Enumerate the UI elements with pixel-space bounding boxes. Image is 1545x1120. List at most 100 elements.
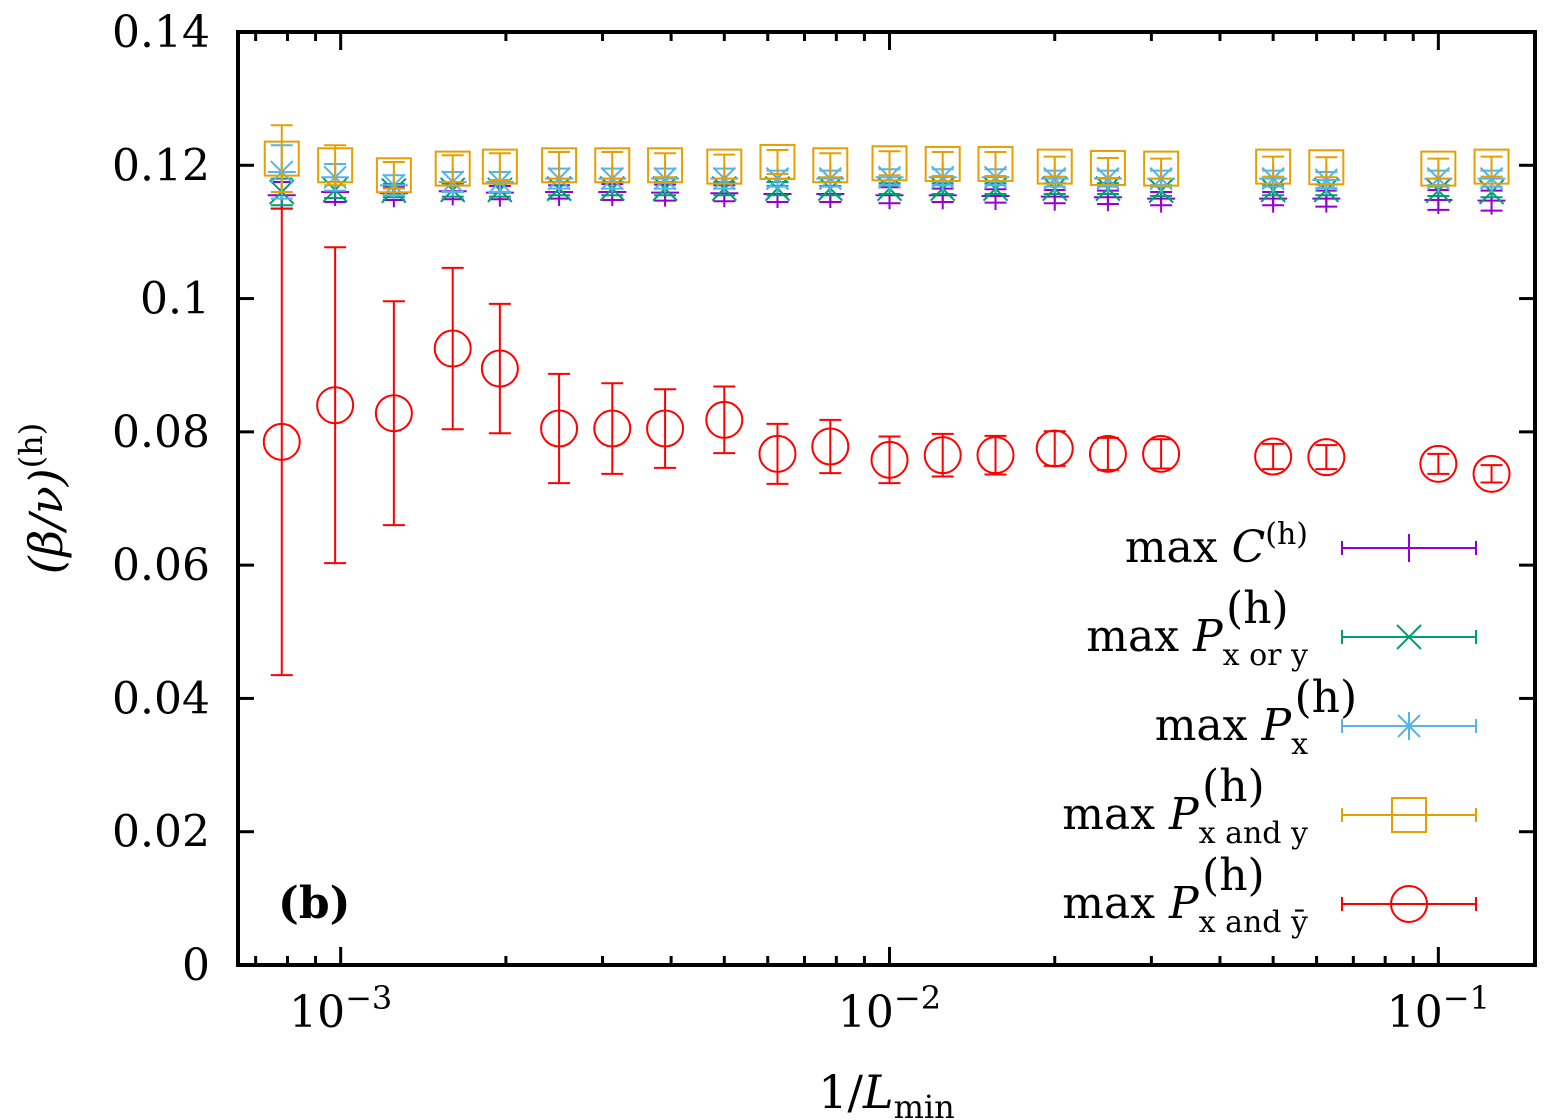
error-bar — [1096, 156, 1119, 179]
data-point — [374, 394, 413, 433]
error-bar — [324, 246, 347, 565]
error-bar — [984, 150, 1007, 177]
data-point — [1312, 165, 1341, 194]
data-point — [1089, 149, 1126, 186]
axis-ticks — [238, 30, 1535, 967]
y-tick-label: 0.1 — [140, 274, 210, 325]
data-point — [481, 148, 518, 185]
panel-label: (b) — [278, 878, 350, 929]
series-circle — [262, 207, 1511, 677]
y-tick-label: 0.02 — [112, 807, 210, 858]
data-point — [1473, 148, 1510, 185]
data-point — [1259, 164, 1288, 193]
data-point — [1088, 434, 1127, 473]
data-point — [1307, 438, 1346, 477]
error-bar — [1043, 430, 1066, 467]
legend-entry: max Px and ȳ(h) — [1062, 850, 1477, 940]
series-square — [263, 124, 1510, 194]
legend-marker — [1391, 797, 1427, 833]
error-bar — [1150, 438, 1173, 470]
data-point — [263, 140, 300, 177]
error-bar — [488, 302, 511, 435]
data-point — [1255, 148, 1292, 185]
error-bar — [488, 152, 511, 181]
legend-label: max Px or y — [1086, 611, 1308, 673]
error-bar — [1262, 442, 1285, 471]
data-point — [1035, 429, 1074, 468]
series-layer — [262, 124, 1511, 677]
data-point — [1420, 150, 1457, 187]
legend-superscript: (h) — [1202, 850, 1265, 901]
y-tick-label: 0.14 — [112, 7, 210, 58]
legend-marker — [1395, 534, 1423, 562]
error-bar — [1262, 155, 1285, 178]
y-tick-label: 0.08 — [112, 407, 210, 458]
data-point — [976, 436, 1015, 475]
legend-entry: max C(h) — [1125, 517, 1477, 573]
legend: max C(h)max Px or y(h)max Px(h)max Px an… — [1062, 517, 1477, 940]
y-axis-label: (β/ν)(h) — [12, 423, 73, 575]
data-point — [1472, 454, 1511, 493]
error-bar — [766, 148, 789, 175]
data-point — [262, 422, 301, 461]
error-bar — [1427, 157, 1450, 180]
x-tick-label: 10−1 — [1387, 979, 1490, 1038]
data-point — [924, 145, 961, 182]
error-bar — [654, 388, 677, 469]
error-bar — [382, 160, 405, 190]
error-bar — [713, 153, 736, 180]
data-point — [541, 147, 578, 184]
error-bar — [441, 154, 464, 183]
error-bar — [382, 300, 405, 527]
data-point — [1143, 150, 1180, 187]
data-point — [928, 163, 957, 192]
data-point — [981, 163, 1010, 192]
error-bar — [324, 144, 347, 187]
data-point — [593, 409, 632, 448]
data-point — [317, 147, 354, 184]
legend-marker — [1390, 885, 1428, 923]
error-bar — [766, 422, 789, 485]
error-bar — [1480, 155, 1503, 178]
data-point — [1419, 444, 1458, 483]
data-point — [811, 427, 850, 466]
y-tick-labels: 00.020.040.060.080.10.120.14 — [112, 7, 210, 991]
legend-superscript: (h) — [1202, 761, 1265, 812]
error-bar — [878, 435, 901, 485]
data-point — [594, 147, 631, 184]
legend-label: max Px and ȳ — [1062, 878, 1308, 940]
error-bar — [601, 150, 624, 180]
data-point — [316, 386, 355, 425]
error-bar — [654, 152, 677, 179]
legend-entry: max Px and y(h) — [1062, 761, 1477, 851]
legend-marker — [1396, 624, 1422, 650]
legend-label: max Px — [1155, 700, 1308, 762]
legend-label: max Px and y — [1062, 789, 1308, 851]
error-bar — [1150, 157, 1173, 180]
data-point — [1477, 164, 1506, 193]
error-bar — [270, 124, 293, 193]
error-bar — [1043, 155, 1066, 178]
data-point — [1036, 148, 1073, 185]
error-bar — [931, 432, 954, 478]
legend-line — [1341, 808, 1477, 822]
data-point — [706, 148, 743, 185]
error-bar — [1315, 444, 1338, 471]
error-bar — [713, 385, 736, 455]
error-bar — [270, 207, 293, 677]
data-point — [1142, 434, 1181, 473]
data-point — [433, 329, 472, 368]
error-bar — [1427, 452, 1450, 475]
data-point — [812, 147, 849, 184]
data-point — [647, 147, 684, 184]
error-bar — [931, 150, 954, 177]
legend-entry: max Px(h) — [1155, 672, 1477, 762]
data-point — [646, 409, 685, 448]
data-point — [758, 434, 797, 473]
error-bar — [548, 150, 571, 180]
data-point — [1040, 164, 1069, 193]
data-point — [375, 157, 412, 194]
error-bar — [548, 372, 571, 485]
